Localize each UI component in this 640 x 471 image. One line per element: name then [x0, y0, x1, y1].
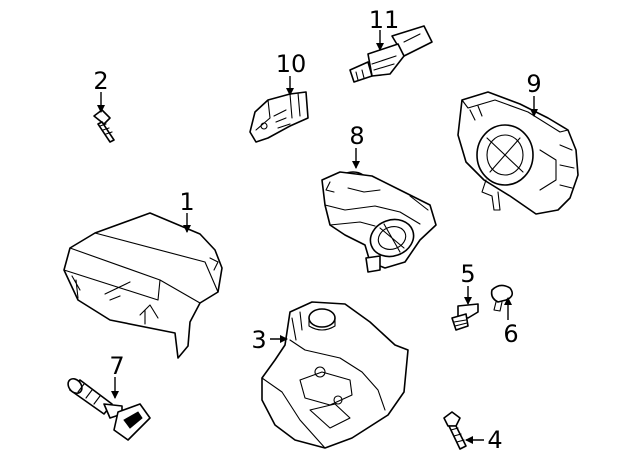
callout-4: 4 [487, 426, 502, 454]
part-9-clockspring [457, 91, 579, 215]
callout-1: 1 [179, 188, 194, 216]
part-10-switch [249, 91, 309, 143]
part-3-column-housing [261, 301, 409, 449]
part-4-bolt [443, 411, 467, 450]
callouts: 1 2 3 4 5 6 7 8 9 10 11 [93, 6, 541, 454]
part-1-lower-shroud [63, 212, 223, 359]
callout-3: 3 [251, 326, 266, 354]
callout-9: 9 [526, 70, 541, 98]
callout-2: 2 [93, 67, 108, 95]
part-8-lock-housing [321, 171, 437, 273]
callout-8: 8 [349, 122, 364, 150]
callout-10: 10 [276, 50, 307, 78]
part-7-lock-cylinder-key [67, 377, 151, 441]
callout-6: 6 [503, 320, 518, 348]
part-5-screw [451, 303, 479, 331]
part-11-stalk-switch [349, 25, 433, 83]
callout-5: 5 [460, 260, 475, 288]
callout-7: 7 [109, 352, 124, 380]
part-6-clip [490, 284, 514, 312]
callout-11: 11 [369, 6, 400, 34]
part-2-screw [93, 109, 115, 143]
